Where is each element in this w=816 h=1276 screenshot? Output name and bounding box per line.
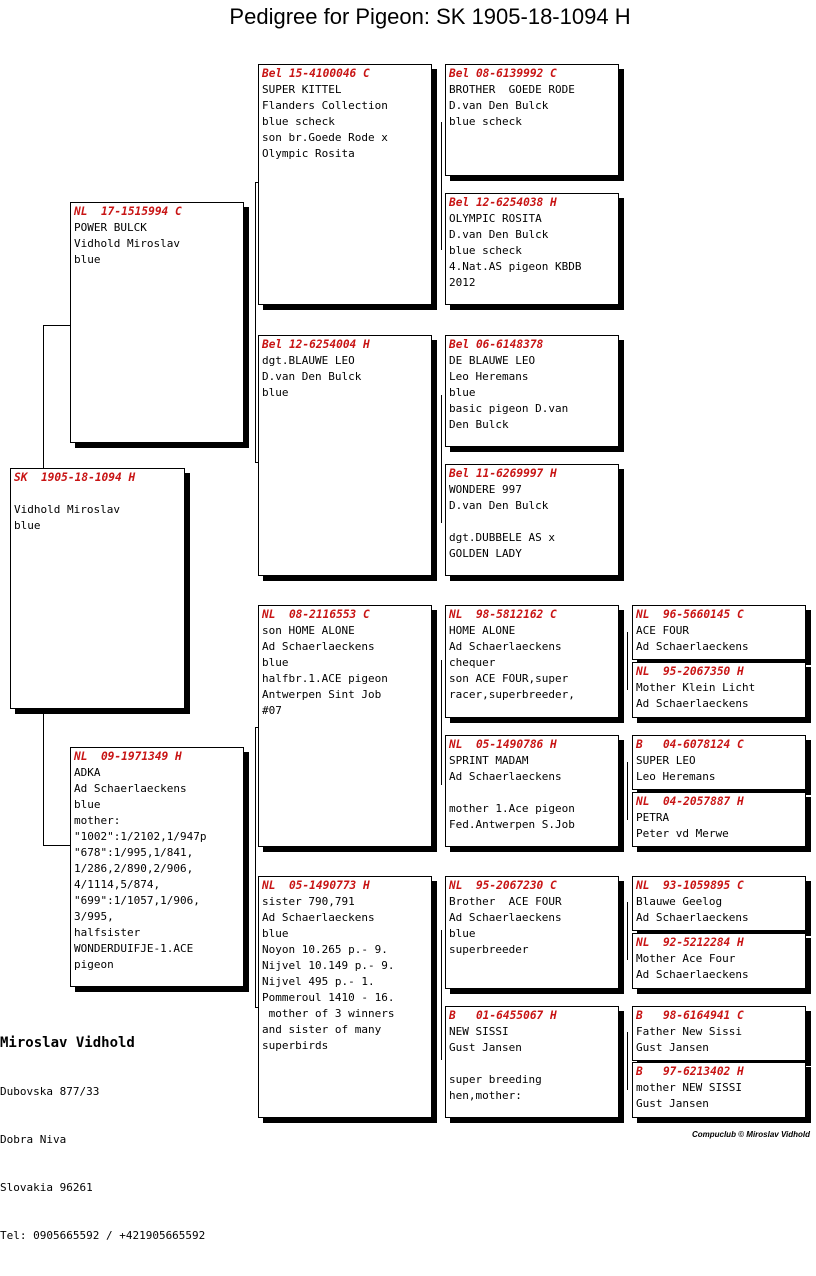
- ring-number: B 98-6164941 C: [636, 1009, 744, 1022]
- connector-line: [255, 727, 256, 1007]
- footer-credit: Compuclub © Miroslav Vidhold: [691, 1130, 810, 1139]
- ring-number: SK 1905-18-1094 H: [14, 471, 136, 484]
- connector-line: [255, 462, 259, 463]
- ring-number: NL 09-1971349 H: [74, 750, 182, 763]
- ring-number: NL 04-2057887 H: [636, 795, 744, 808]
- connector-line: [441, 122, 442, 250]
- ring-number: NL 95-2067230 C: [449, 879, 557, 892]
- connector-line: [627, 632, 628, 690]
- connector-line: [255, 182, 256, 462]
- connector-line: [627, 902, 628, 960]
- breeder-address: Dubovska 877/33 Dobra Niva Slovakia 9626…: [0, 1085, 206, 1242]
- ring-number: Bel 11-6269997 H: [449, 467, 557, 480]
- ring-number: NL 95-2067350 H: [636, 665, 744, 678]
- ring-number: NL 98-5812162 C: [449, 608, 557, 621]
- connector-line: [43, 845, 70, 846]
- connector-line: [627, 762, 628, 820]
- connector-line: [441, 395, 442, 523]
- ring-number: B 01-6455067 H: [449, 1009, 557, 1022]
- connector-line: [43, 710, 44, 845]
- ring-number: NL 96-5660145 C: [636, 608, 744, 621]
- breeder-name: Miroslav Vidhold: [0, 1035, 135, 1051]
- connector-line: [255, 1007, 259, 1008]
- breeder-info: Miroslav Vidhold Dubovska 877/33 Dobra N…: [0, 1035, 205, 1276]
- ring-number: NL 05-1490773 H: [262, 879, 370, 892]
- connector-line: [627, 1032, 628, 1090]
- ring-number: Bel 15-4100046 C: [262, 67, 370, 80]
- ring-number: NL 17-1515994 C: [74, 205, 182, 218]
- ring-number: NL 92-5212284 H: [636, 936, 744, 949]
- connector-line: [255, 727, 259, 728]
- connector-line: [43, 325, 44, 470]
- connector-line: [441, 660, 442, 785]
- ring-number: NL 05-1490786 H: [449, 738, 557, 751]
- ring-number: B 97-6213402 H: [636, 1065, 744, 1078]
- ring-number: Bel 12-6254038 H: [449, 196, 557, 209]
- ring-number: Bel 12-6254004 H: [262, 338, 370, 351]
- ring-number: NL 93-1059895 C: [636, 879, 744, 892]
- connector-line: [43, 325, 70, 326]
- page-title: Pedigree for Pigeon: SK 1905-18-1094 H: [229, 4, 631, 29]
- ring-number: B 04-6078124 C: [636, 738, 744, 751]
- ring-number: Bel 08-6139992 C: [449, 67, 557, 80]
- ring-number: NL 08-2116553 C: [262, 608, 370, 621]
- connector-line: [441, 930, 442, 1060]
- ring-number: Bel 06-6148378: [449, 338, 544, 351]
- connector-line: [255, 182, 259, 183]
